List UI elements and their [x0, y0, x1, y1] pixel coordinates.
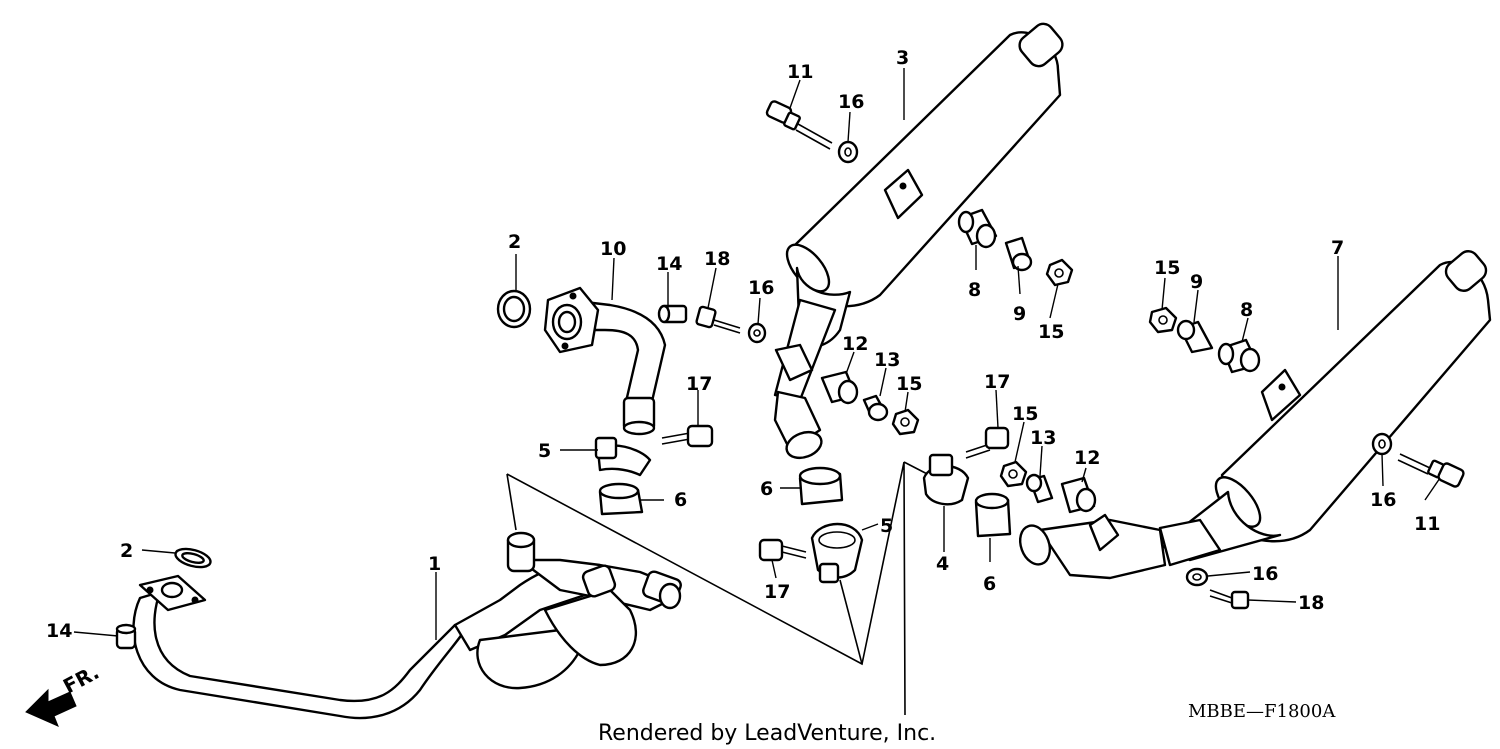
callout-12-upper[interactable]: 12 [842, 333, 868, 355]
part-1-exhaust-pipe[interactable] [132, 531, 682, 720]
callout-16-a[interactable]: 16 [838, 91, 864, 113]
callout-17-a[interactable]: 17 [686, 373, 712, 395]
render-credit: Rendered by LeadVenture, Inc. [598, 721, 936, 746]
callout-15-d[interactable]: 15 [1012, 403, 1038, 425]
callout-9-upper[interactable]: 9 [1013, 303, 1026, 325]
callout-1[interactable]: 1 [428, 553, 441, 575]
callout-2-upper[interactable]: 2 [508, 231, 521, 253]
part-12-rubber-upper[interactable] [820, 370, 859, 405]
part-5-clamp-upper[interactable] [594, 436, 652, 477]
part-7-muffler[interactable] [1015, 247, 1492, 580]
callout-5-upper[interactable]: 5 [538, 440, 551, 462]
callout-11-upper[interactable]: 11 [787, 61, 813, 83]
part-16-washer-c[interactable] [1371, 432, 1393, 456]
callout-6-b[interactable]: 6 [760, 478, 773, 500]
part-8-rubber-lower[interactable] [1217, 338, 1261, 374]
part-2-gasket-upper[interactable] [496, 289, 532, 329]
callout-labels: 1 2 2 3 4 5 5 6 6 6 7 8 8 9 9 10 11 11 1… [46, 47, 1440, 642]
part-15-nut-d[interactable] [999, 460, 1028, 488]
part-6-gasket-b[interactable] [798, 466, 844, 506]
part-12-rubber-lower[interactable] [1060, 476, 1097, 514]
part-8-rubber-upper[interactable] [957, 208, 998, 249]
callout-11-lower[interactable]: 11 [1414, 513, 1440, 535]
callout-6-c[interactable]: 6 [983, 573, 996, 595]
callout-7[interactable]: 7 [1331, 237, 1344, 259]
part-13-collar-upper[interactable] [862, 394, 889, 422]
callout-18-lower[interactable]: 18 [1298, 592, 1324, 614]
part-2-gasket-lower[interactable] [174, 546, 213, 571]
part-4-clamp[interactable] [922, 453, 970, 506]
part-16-washer-d[interactable] [1185, 567, 1209, 587]
callout-4[interactable]: 4 [936, 553, 949, 575]
callout-16-b[interactable]: 16 [748, 277, 774, 299]
part-15-nut-b[interactable] [1148, 306, 1178, 334]
callout-15-a[interactable]: 15 [1154, 257, 1180, 279]
part-9-collar-lower[interactable] [1176, 319, 1214, 354]
callout-17-c[interactable]: 17 [984, 371, 1010, 393]
callout-9-lower[interactable]: 9 [1190, 271, 1203, 293]
part-13-collar-lower[interactable] [1025, 473, 1054, 504]
part-14-nut-upper[interactable] [657, 304, 688, 324]
callout-3[interactable]: 3 [896, 47, 909, 69]
part-3-muffler[interactable] [773, 20, 1066, 463]
part-15-nut-a[interactable] [1045, 258, 1074, 287]
callout-15-b[interactable]: 15 [1038, 321, 1064, 343]
part-9-collar-upper[interactable] [1004, 236, 1033, 272]
part-18-bolt-upper[interactable] [695, 305, 741, 334]
callout-12-lower[interactable]: 12 [1074, 447, 1100, 469]
part-18-bolt-lower[interactable] [1209, 589, 1250, 610]
callout-2-lower[interactable]: 2 [120, 540, 133, 562]
callout-5-lower[interactable]: 5 [880, 515, 893, 537]
callout-13-lower[interactable]: 13 [1030, 427, 1056, 449]
callout-15-c[interactable]: 15 [896, 373, 922, 395]
callout-6-a[interactable]: 6 [674, 489, 687, 511]
callout-14-lower[interactable]: 14 [46, 620, 72, 642]
callout-13-upper[interactable]: 13 [874, 349, 900, 371]
part-14-nut-lower[interactable] [115, 623, 137, 650]
diagram-code: MBBE—F1800A [1188, 701, 1336, 722]
callout-10[interactable]: 10 [600, 238, 626, 260]
callout-17-b[interactable]: 17 [764, 581, 790, 603]
part-17-bolt-b[interactable] [758, 538, 807, 562]
part-6-gasket-c[interactable] [974, 492, 1012, 538]
part-11-bolt-lower[interactable] [1397, 453, 1465, 488]
part-11-bolt-upper[interactable] [765, 100, 833, 150]
callout-8-lower[interactable]: 8 [1240, 299, 1253, 321]
part-6-gasket-a[interactable] [598, 482, 644, 516]
leader-lines [73, 68, 1441, 640]
part-16-washer-b[interactable] [747, 322, 767, 344]
part-10-pipe[interactable] [543, 286, 667, 436]
front-arrow-icon: FR. [25, 660, 103, 727]
callout-14-upper[interactable]: 14 [656, 253, 682, 275]
front-direction-label: FR. [59, 660, 103, 699]
part-16-washer-a[interactable] [837, 140, 859, 164]
part-17-bolt-c[interactable] [965, 426, 1010, 459]
part-17-bolt-a[interactable] [661, 424, 714, 448]
part-5-clamp-lower[interactable] [810, 522, 864, 584]
callout-8-upper[interactable]: 8 [968, 279, 981, 301]
callout-16-d[interactable]: 16 [1252, 563, 1278, 585]
part-15-nut-c[interactable] [891, 408, 920, 436]
callout-16-c[interactable]: 16 [1370, 489, 1396, 511]
callout-18-upper[interactable]: 18 [704, 248, 730, 270]
